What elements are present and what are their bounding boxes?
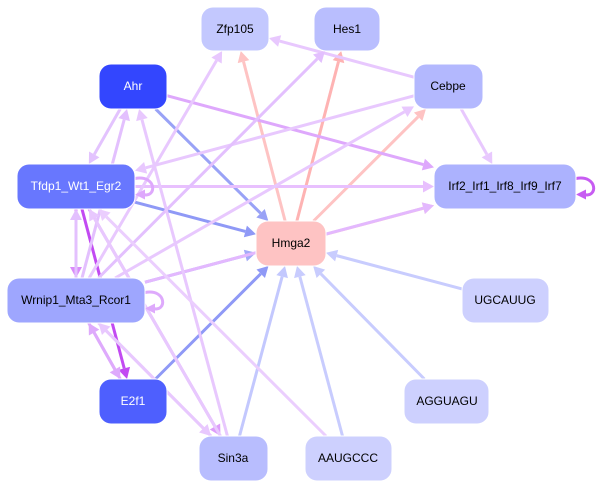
edge-wrnip1-mta3-rcor1-to-wrnip1-mta3-rcor1 <box>144 290 164 314</box>
edge-wrnip1-mta3-rcor1-to-cebpe <box>114 106 414 280</box>
edge-hmga2-to-zfp105 <box>237 51 287 222</box>
node-hes1[interactable]: Hes1 <box>313 6 381 52</box>
edge-tfdp1-wt1-egr2-to-tfdp1-wt1-egr2 <box>134 176 154 200</box>
edge-cebpe-to-zfp105 <box>269 35 415 79</box>
arrowhead <box>423 180 434 193</box>
svg-text:Ahr: Ahr <box>124 79 143 93</box>
edge-wrnip1-mta3-rcor1-to-hes1 <box>97 51 326 280</box>
arrowhead <box>481 151 493 164</box>
arrowhead <box>118 366 131 379</box>
arrowhead <box>118 109 130 122</box>
arrowhead <box>269 35 282 47</box>
arrowhead <box>98 323 111 336</box>
edge-ahr-to-tfdp1-wt1-egr2 <box>88 108 122 164</box>
svg-text:E2f1: E2f1 <box>121 394 146 408</box>
edge-wrnip1-mta3-rcor1-to-tfdp1-wt1-egr2 <box>70 209 82 278</box>
edges-layer <box>70 35 595 438</box>
arrowhead <box>401 106 414 118</box>
node-sin3a[interactable]: Sin3a <box>198 435 269 482</box>
arrowhead <box>88 151 100 164</box>
edge-tfdp1-wt1-egr2-to-irf2-irf1-irf8-irf9-irf7 <box>135 180 434 193</box>
node-aaugccc[interactable]: AAUGCCC <box>304 435 393 482</box>
arrowhead <box>243 225 256 238</box>
node-e2f1[interactable]: E2f1 <box>98 378 168 425</box>
arrowhead <box>211 51 223 64</box>
svg-text:Irf2_Irf1_Irf8_Irf9_Irf7: Irf2_Irf1_Irf8_Irf9_Irf7 <box>448 179 562 193</box>
arrowhead <box>294 266 306 279</box>
arrowhead <box>136 109 148 122</box>
svg-text:Tfdp1_Wt1_Egr2: Tfdp1_Wt1_Egr2 <box>31 179 122 193</box>
node-hmga2[interactable]: Hmga2 <box>255 220 327 267</box>
node-ahr[interactable]: Ahr <box>98 63 168 110</box>
arrowhead <box>89 209 100 222</box>
node-agguagu[interactable]: AGGUAGU <box>403 378 490 425</box>
node-zfp105[interactable]: Zfp105 <box>200 6 270 52</box>
node-irf2-irf1-irf8-irf9-irf7[interactable]: Irf2_Irf1_Irf8_Irf9_Irf7 <box>433 163 577 210</box>
node-ugcauug[interactable]: UGCAUUG <box>461 277 550 324</box>
svg-text:Zfp105: Zfp105 <box>216 22 254 36</box>
arrowhead <box>413 109 426 122</box>
svg-text:UGCAUUG: UGCAUUG <box>474 293 535 307</box>
edge-wrnip1-mta3-rcor1-to-zfp105 <box>87 51 223 279</box>
arrowhead <box>421 202 434 214</box>
arrowhead <box>326 249 339 262</box>
edge-e2f1-to-hmga2 <box>154 266 269 381</box>
arrowhead <box>70 209 82 220</box>
arrowhead <box>145 303 155 314</box>
edge-aaugccc-to-tfdp1-wt1-egr2 <box>98 209 328 438</box>
arrowhead <box>421 158 434 171</box>
arrowhead <box>135 189 145 200</box>
svg-text:Cebpe: Cebpe <box>430 79 466 93</box>
arrowhead <box>88 323 100 336</box>
edge-ahr-to-hmga2 <box>154 107 269 221</box>
svg-text:Hes1: Hes1 <box>333 22 361 36</box>
edge-ugcauug-to-hmga2 <box>326 249 463 291</box>
svg-text:AGGUAGU: AGGUAGU <box>416 394 477 408</box>
edge-hmga2-to-cebpe <box>312 109 426 223</box>
arrowhead <box>313 266 326 279</box>
svg-text:Sin3a: Sin3a <box>218 451 249 465</box>
edge-aaugccc-to-hmga2 <box>294 266 344 437</box>
nodes-layer: Zfp105 Hes1 Ahr Cebpe Tfdp1_Wt1_Egr2 Irf… <box>6 6 577 482</box>
svg-text:Wrnip1_Mta3_Rcor1: Wrnip1_Mta3_Rcor1 <box>21 293 131 307</box>
edge-sin3a-to-ahr <box>136 109 229 437</box>
edge-ahr-to-irf2-irf1-irf8-irf9-irf7 <box>166 94 434 171</box>
edge-sin3a-to-tfdp1-wt1-egr2 <box>89 209 222 437</box>
arrowhead <box>135 162 148 174</box>
node-tfdp1-wt1-egr2[interactable]: Tfdp1_Wt1_Egr2 <box>16 163 136 210</box>
node-wrnip1-mta3-rcor1[interactable]: Wrnip1_Mta3_Rcor1 <box>6 277 146 324</box>
edge-e2f1-to-wrnip1-mta3-rcor1 <box>88 323 122 380</box>
edge-agguagu-to-hmga2 <box>313 266 426 381</box>
arrowhead <box>276 266 288 279</box>
arrowhead <box>98 209 111 222</box>
arrowhead <box>313 51 326 64</box>
arrowhead <box>576 189 586 200</box>
node-cebpe[interactable]: Cebpe <box>413 63 484 110</box>
edge-sin3a-to-hmga2 <box>238 266 288 437</box>
edge-cebpe-to-tfdp1-wt1-egr2 <box>135 94 415 174</box>
svg-text:AAUGCCC: AAUGCCC <box>318 451 378 465</box>
arrowhead <box>237 51 250 64</box>
svg-text:Hmga2: Hmga2 <box>272 236 311 250</box>
edge-irf2-irf1-irf8-irf9-irf7-to-irf2-irf1-irf8-irf9-irf7 <box>575 176 595 200</box>
edge-cebpe-to-irf2-irf1-irf8-irf9-irf7 <box>459 108 493 164</box>
arrowhead <box>256 208 269 221</box>
arrowhead <box>256 266 269 279</box>
edge-tfdp1-wt1-egr2-to-hmga2 <box>134 200 256 238</box>
